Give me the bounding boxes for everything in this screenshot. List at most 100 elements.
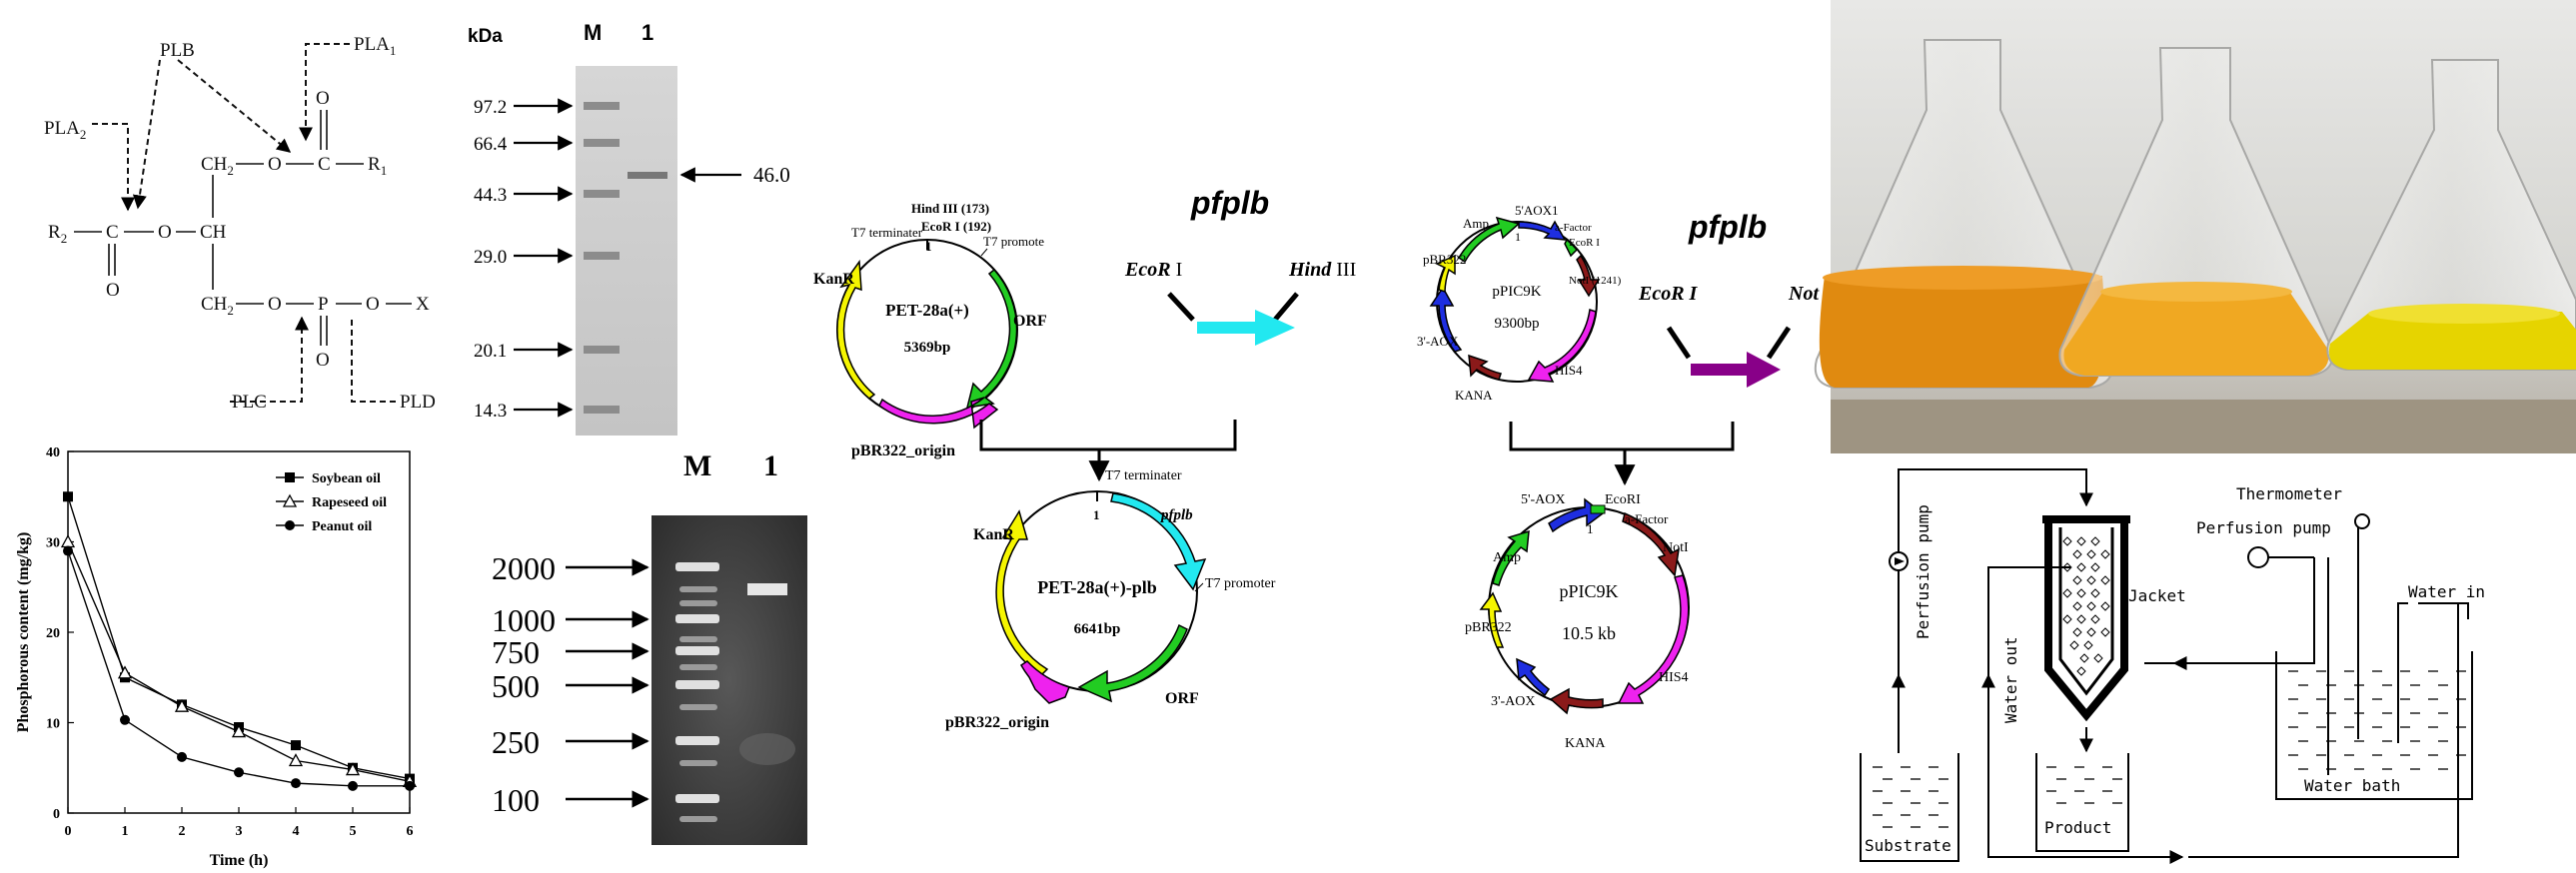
left-pump-label: Perfusion pump [1914,504,1932,639]
bead [2062,536,2072,546]
plasmid-pet28a: 1 Hind III (173) EcoR I (192) T7 termina… [813,201,1047,459]
bead [2090,562,2100,572]
right-pump-label: Perfusion pump [2196,518,2331,537]
ppic-afactor-segment [1564,238,1579,258]
pet28-size: 5369bp [904,340,951,356]
sds-marker-label: 66.4 [474,134,508,155]
band-size-label: 46.0 [753,163,790,187]
y-tick-label: 0 [53,807,60,822]
pla2-label: PLA2 [44,118,86,142]
x-tick-label: 5 [350,824,357,839]
reactor-column [2042,515,2130,722]
plbk-pbr-segment [1479,591,1505,648]
oil-right [2328,312,2576,370]
plbk-3aox-label: 3'-AOX [1491,694,1536,709]
dna-marker-label: 250 [492,724,540,760]
ppic-afactor-label: a-Factor [1555,222,1592,234]
ppic-origin-1: 1 [1515,230,1521,244]
o-carbonyl-1: O [316,88,330,109]
plb-label: PLB [160,40,195,61]
p-phosphorus: P [318,294,329,315]
bead [2076,588,2086,598]
x-tick-label: 2 [179,824,186,839]
data-point-triangle [117,665,133,679]
pet28-kanr-label: KanR [813,271,854,288]
thermometer-icon [2354,513,2370,529]
dna-lane-m-label: M [683,449,711,482]
dna-gel-background [651,515,807,845]
dna-ladder-minor-band [679,816,717,822]
x-group: X [416,294,430,315]
dna-lane-1-label: 1 [763,449,778,482]
plbk-size: 10.5 kb [1562,623,1616,643]
lane-m-label: M [584,20,602,45]
ppic-5aox1-label: 5'AOX1 [1515,203,1559,218]
insert1-right-site: Hind III [1288,259,1356,281]
plb-size: 6641bp [1074,621,1121,637]
oil-left [1819,276,2105,388]
plb-orf-segment [1077,623,1188,703]
plbk-his4-segment [1617,574,1690,704]
bead [2076,562,2086,572]
dna-ladder-band [675,562,719,571]
pet28-orf-segment [965,268,1018,409]
o-phosphate-1: O [268,294,282,315]
ppic-name: pPIC9K [1492,284,1541,300]
plasmid-ppic9k: 1 5'AOX1 Amp a-Factor EcoR I NotI (1241)… [1417,203,1622,403]
ppic-5aox1-segment [1518,220,1567,241]
ppic-3aox-label: 3'-AOX [1417,334,1459,349]
insert2-purple-arrow [1691,352,1781,388]
flask-middle [2058,47,2334,377]
dna-marker-label: 2000 [492,550,556,586]
ppic-noti-label: NotI (1241) [1569,275,1622,287]
bead [2100,575,2110,585]
insert1-left-site: EcoR I [1124,259,1182,281]
data-point-triangle [231,724,247,738]
pet28-origin-1: 1 [925,239,932,254]
dna-ladder-minor-band [679,760,717,766]
data-point-triangle [282,493,298,507]
primer-smear [739,733,795,765]
water-bath-label: Water bath [2304,776,2400,795]
pet28-kanr-segment [836,259,876,400]
connector-1 [979,420,1237,482]
ppic-ecori-label: EcoR I [1569,237,1600,249]
sds-marker-label: 29.0 [474,247,507,268]
data-point-square [63,491,73,502]
plb-t7-terminator: T7 terminater [1105,468,1182,483]
series-peanut-oil [63,545,415,791]
flask-photo [1814,0,2576,453]
data-point-triangle [174,698,190,712]
bead [2100,627,2110,637]
pet28-name: PET-28a(+) [885,301,969,320]
bead [2062,588,2072,598]
ppic-size: 9300bp [1495,316,1540,332]
bead [2090,536,2100,546]
plbk-noti-segment [1622,511,1680,577]
bead [2086,575,2096,585]
sds-marker-label: 44.3 [474,185,507,206]
x-tick-label: 1 [122,824,129,839]
plb-ori-segment [1020,660,1070,704]
pet28-ecor1: EcoR I (192) [921,219,991,234]
right-pump-icon [2247,546,2269,568]
kda-label: kDa [468,26,503,47]
plbk-amp-segment [1492,529,1530,586]
insert-pfplb-1: pfplb EcoR I Hind III [1124,185,1356,346]
plbk-kana-label: KANA [1565,736,1606,751]
dna-marker-label: 500 [492,668,540,704]
plb-kanr-segment [995,509,1049,676]
plbk-afactor-segment [1590,504,1606,514]
insert1-cyan-arrow [1197,310,1295,346]
bead [2090,614,2100,624]
o-phosphate-2: O [366,294,380,315]
insert-pfplb-2: pfplb EcoR I Not I [1638,209,1833,388]
plb-gene-label: pfplb [1159,507,1193,523]
plbk-ecori-label: EcoRI [1605,492,1641,507]
series-rapeseed-oil [60,534,418,787]
sds-ladder-band [584,252,620,260]
data-point-circle [291,778,301,789]
dna-ladder-minor-band [679,600,717,606]
